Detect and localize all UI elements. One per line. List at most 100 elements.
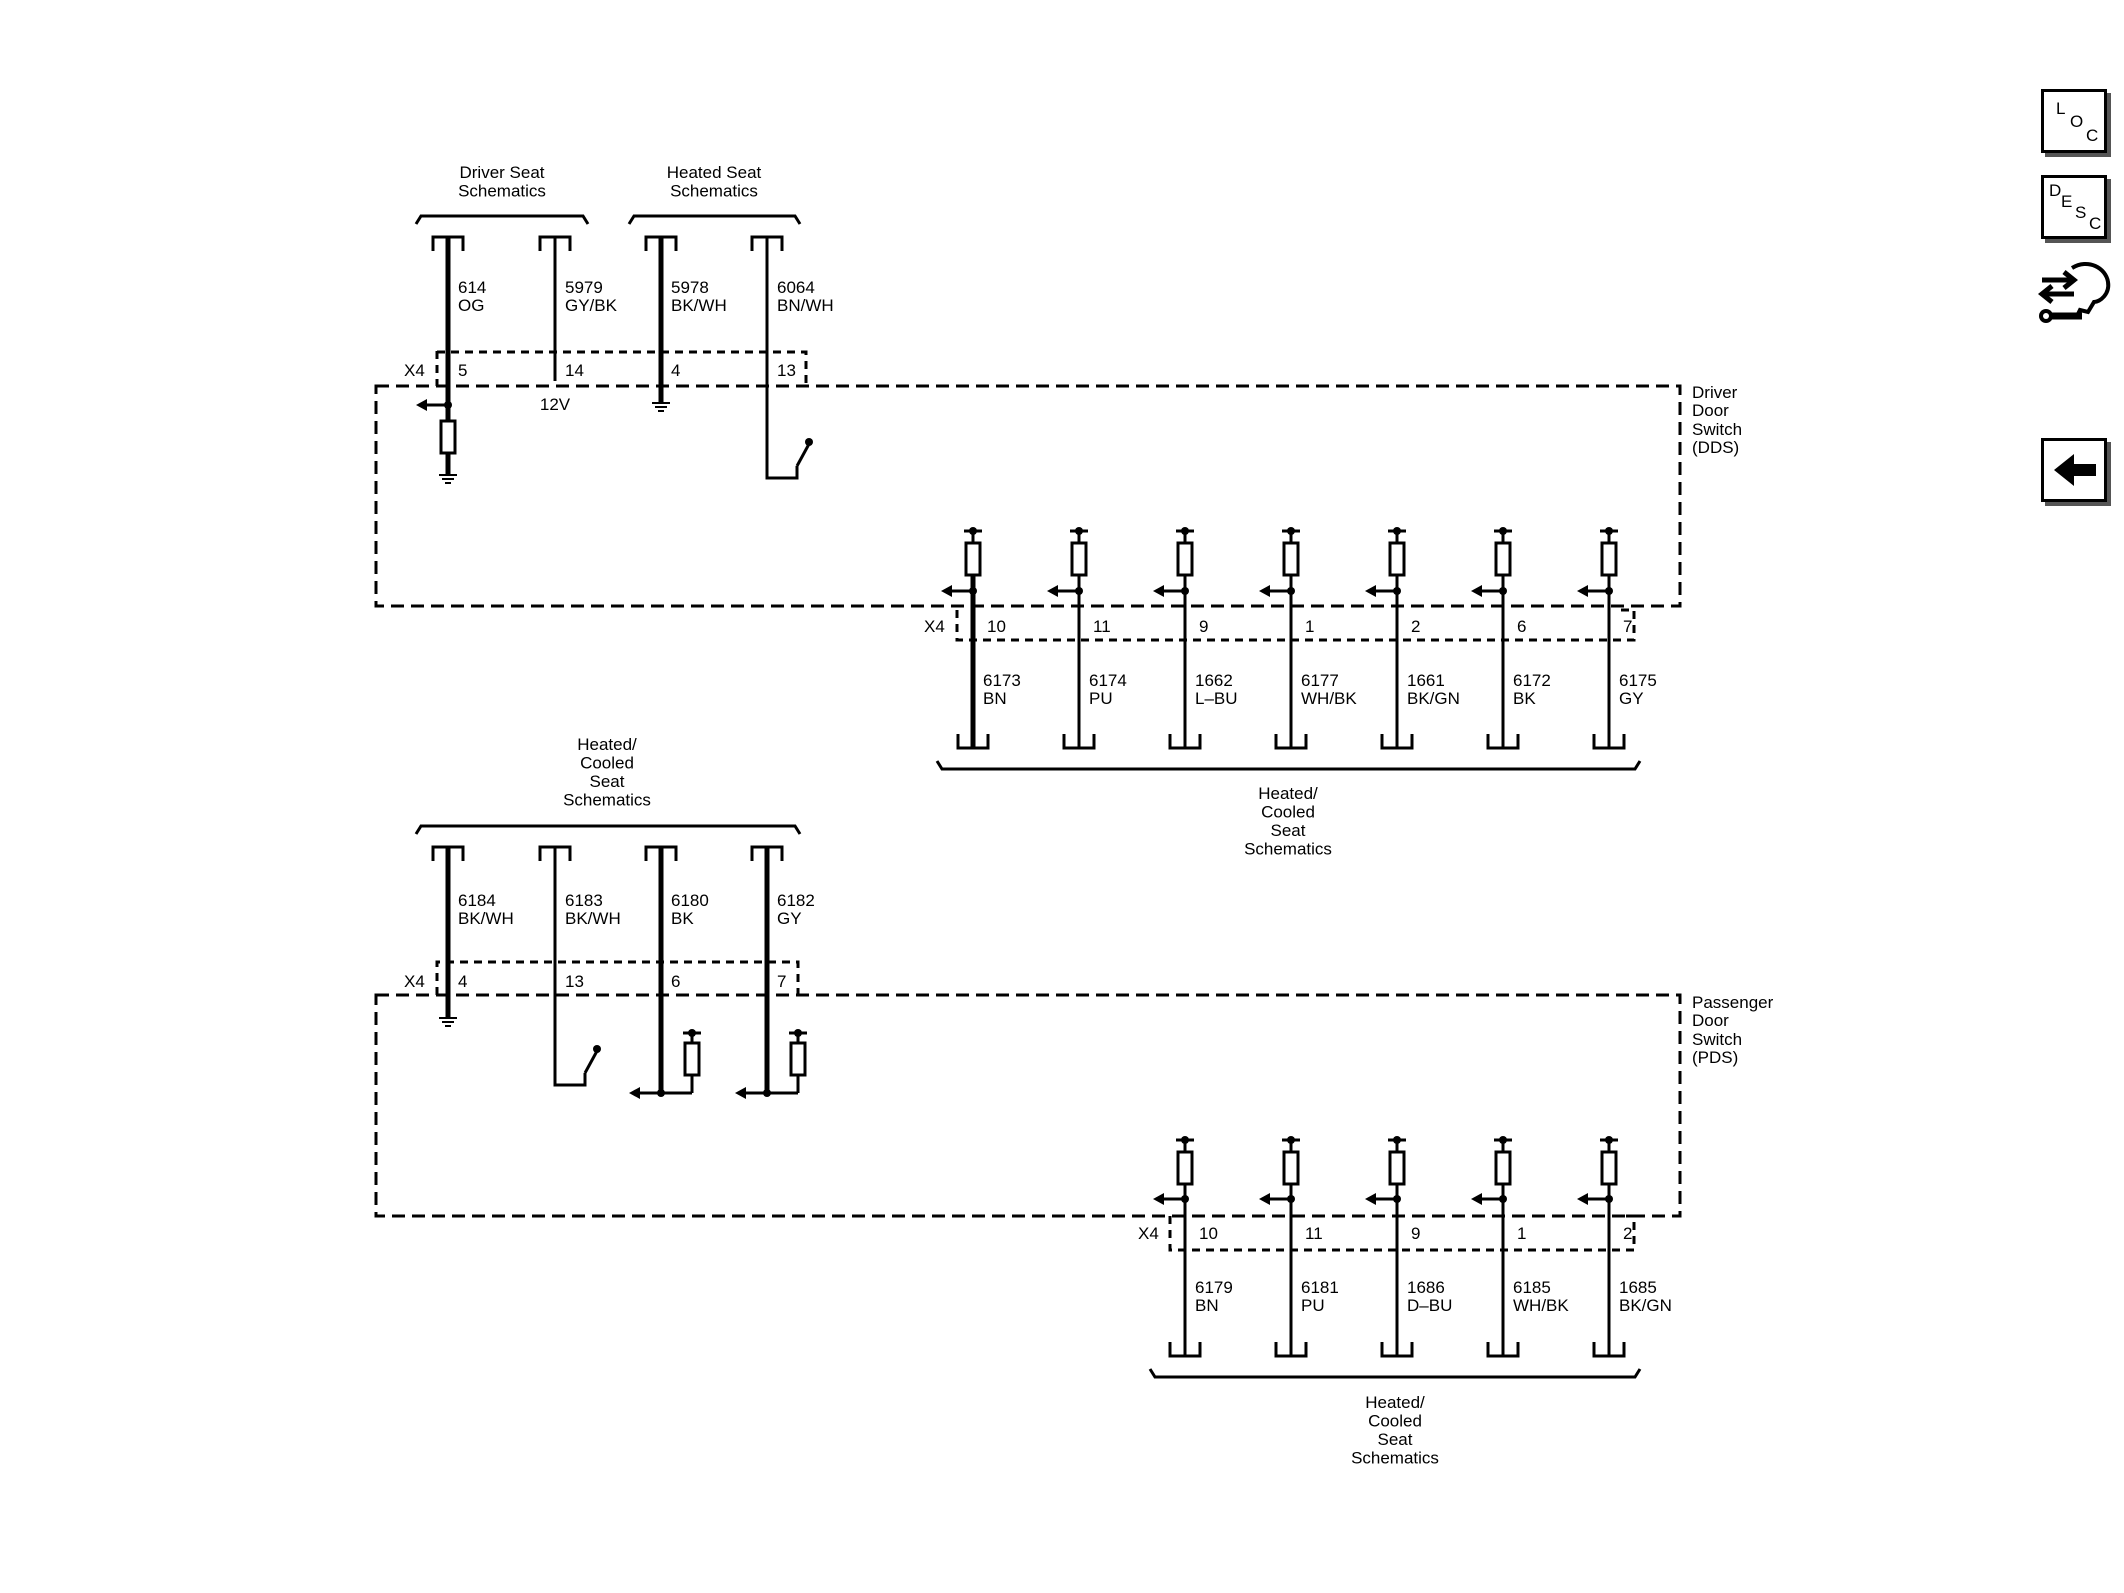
bottom-lower-pin-1: 1: [1517, 1224, 1526, 1243]
top-upper-color-13: BN/WH: [777, 296, 834, 315]
bottom-lower-resistor-4: [1600, 1150, 1618, 1186]
top-lower-circuit-1662: 1662: [1195, 671, 1233, 690]
wire-6064-switch-wire: [765, 380, 799, 480]
bottom-lower-color-6179: BN: [1195, 1296, 1219, 1315]
tools-icon: [2037, 262, 2111, 323]
top-upper-circuit-4: 5978: [671, 278, 709, 297]
top-lower-brace: [935, 760, 1642, 771]
desc-letter-2: E: [2061, 192, 2073, 211]
top-lower-color-6172: BK: [1513, 689, 1536, 708]
top-lower-resistor-0: [964, 541, 982, 577]
top-lower-color-6173: BN: [983, 689, 1007, 708]
dds-boundary: [374, 384, 1682, 608]
wire-614-resistor: [439, 419, 457, 455]
top-lower-arrow-5-head: [1471, 585, 1482, 597]
bottom-lower-pin-9: 9: [1411, 1224, 1420, 1243]
top-lower-connector-10: [956, 734, 990, 750]
wire-6064-switch-contact: [805, 438, 813, 446]
bottom-lower-resistor-2: [1388, 1150, 1406, 1186]
bottom-upper-color-6183: BK/WH: [565, 909, 621, 928]
description-button[interactable]: D E S C: [2041, 175, 2107, 239]
tools-button[interactable]: [2036, 250, 2116, 336]
bottom-lower-arrow-1-head: [1259, 1193, 1270, 1205]
top-lower-conn-box: [955, 608, 1636, 642]
bottom-upper-color-6184: BK/WH: [458, 909, 514, 928]
top-upper-x4-label: X4: [404, 361, 425, 380]
bottom-upper-x4-label: X4: [404, 972, 425, 991]
bottom-lower-circuit-6185: 6185: [1513, 1278, 1551, 1297]
top-lower-arrow-0-head: [941, 585, 952, 597]
wire-6180-arrow-head: [629, 1087, 640, 1099]
bottom-lower-conn-box: [1168, 1214, 1636, 1252]
bottom-lower-circuit-1685: 1685: [1619, 1278, 1657, 1297]
location-button[interactable]: L O C: [2041, 89, 2107, 153]
bottom-lower-color-1686: D–BU: [1407, 1296, 1452, 1315]
bottom-lower-resistor-0: [1176, 1150, 1194, 1186]
top-lower-color-1662: L–BU: [1195, 689, 1238, 708]
top-lower-connector-7: [1592, 734, 1626, 750]
top-lower-pin-7: 7: [1623, 617, 1632, 636]
loc-letter-1: L: [2056, 99, 2066, 118]
top-upper-circuit-5: 614: [458, 278, 486, 297]
wire-5979-12v-label: 12V: [540, 395, 571, 414]
bottom-lower-connector-9: [1380, 1342, 1414, 1358]
bottom-lower-arrow-0-head: [1153, 1193, 1164, 1205]
top-lower-color-6174: PU: [1089, 689, 1113, 708]
wire-6183-switch-wire: [553, 1000, 587, 1087]
bottom-upper-circuit-6184: 6184: [458, 891, 496, 910]
top-lower-x4-label: X4: [924, 617, 945, 636]
top-lower-circuit-1661: 1661: [1407, 671, 1445, 690]
top-lower-resistor-4: [1388, 541, 1406, 577]
bottom-upper-circuit-6183: 6183: [565, 891, 603, 910]
bottom-lower-brace: [1148, 1368, 1642, 1379]
top-lower-connector-2: [1380, 734, 1414, 750]
bottom-upper-circuit-6180: 6180: [671, 891, 709, 910]
top-lower-circuit-6173: 6173: [983, 671, 1021, 690]
bottom-lower-pin-10: 10: [1199, 1224, 1218, 1243]
wire-6182-node: [763, 1089, 771, 1097]
bottom-lower-pin-11: 11: [1305, 1224, 1323, 1243]
top-lower-arrow-6-head: [1577, 585, 1588, 597]
top-upper-pin-4: 4: [671, 361, 680, 380]
desc-letter-3: S: [2075, 203, 2087, 222]
heated-seat-brace: [627, 214, 802, 225]
top-lower-pin-2: 2: [1411, 617, 1420, 636]
bottom-lower-circuit-6179: 6179: [1195, 1278, 1233, 1297]
bottom-lower-pin-2: 2: [1623, 1224, 1632, 1243]
top-upper-circuit-13: 6064: [777, 278, 815, 297]
top-upper-pin-5: 5: [458, 361, 467, 380]
top-lower-color-6175: GY: [1619, 689, 1644, 708]
top-lower-pin-9: 9: [1199, 617, 1208, 636]
bottom-upper-color-6180: BK: [671, 909, 694, 928]
wire-6180-resistor: [683, 1041, 701, 1077]
desc-letter-1: D: [2049, 181, 2062, 200]
bottom-upper-pin-13: 13: [565, 972, 584, 991]
top-lower-pin-6: 6: [1517, 617, 1526, 636]
top-upper-color-4: BK/WH: [671, 296, 727, 315]
bottom-upper-conn-box: [435, 960, 800, 995]
top-upper-pin-14: 14: [565, 361, 584, 380]
back-button[interactable]: [2041, 438, 2107, 502]
wire-6183-switch-blade: [583, 1050, 599, 1074]
top-upper-color-14: GY/BK: [565, 296, 618, 315]
top-lower-arrow-3-head: [1259, 585, 1270, 597]
bottom-lower-arrow-2-head: [1365, 1193, 1376, 1205]
back-arrow-icon: [2054, 454, 2096, 486]
bottom-lower-resistor-3: [1494, 1150, 1512, 1186]
top-lower-resistor-6: [1600, 541, 1618, 577]
top-lower-color-1661: BK/GN: [1407, 689, 1460, 708]
top-lower-circuit-6175: 6175: [1619, 671, 1657, 690]
top-lower-circuit-6177: 6177: [1301, 671, 1339, 690]
bottom-lower-arrow-4-head: [1577, 1193, 1588, 1205]
top-upper-conn-box: [437, 350, 808, 386]
wire-614-node: [444, 401, 452, 409]
bottom-upper-circuit-6182: 6182: [777, 891, 815, 910]
bottom-lower-circuit-1686: 1686: [1407, 1278, 1445, 1297]
wire-6183-switch-contact: [593, 1045, 601, 1053]
bottom-lower-resistor-1: [1282, 1150, 1300, 1186]
